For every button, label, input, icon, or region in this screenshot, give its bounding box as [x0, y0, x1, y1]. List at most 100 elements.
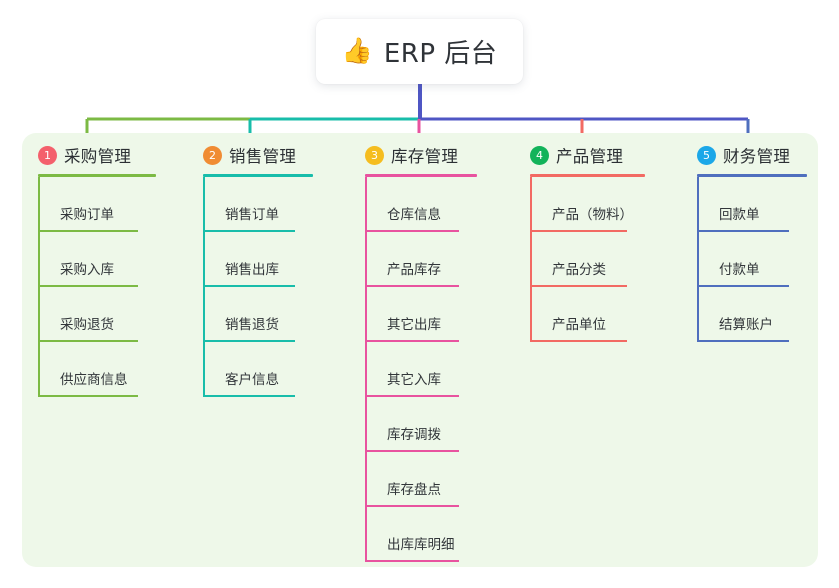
leaf-underline: [365, 340, 459, 342]
leaf-label: 产品库存: [387, 262, 441, 278]
leaf-list-3: 仓库信息产品库存其它出库其它入库库存调拨库存盘点出库库明细: [365, 177, 477, 562]
branch-header-3[interactable]: 3 库存管理: [365, 142, 477, 168]
leaf-underline: [203, 230, 295, 232]
leaf-item[interactable]: 回款单: [697, 177, 807, 232]
leaf-item[interactable]: 产品库存: [365, 232, 477, 287]
leaf-underline: [203, 285, 295, 287]
leaf-list-4: 产品（物料） 产品分类产品单位: [530, 177, 645, 342]
leaf-item[interactable]: 库存调拨: [365, 397, 477, 452]
leaf-label: 产品（物料）: [552, 207, 633, 223]
branch-badge-3: 3: [365, 145, 384, 165]
branch-underline-2: [203, 174, 313, 177]
leaf-label: 产品分类: [552, 262, 606, 278]
root-title: ERP 后台: [383, 39, 498, 69]
leaf-underline: [697, 285, 789, 287]
leaf-underline: [365, 505, 459, 507]
branch-underline-3: [365, 174, 477, 177]
leaf-spine-1: [38, 177, 40, 397]
leaf-label: 出库库明细: [387, 537, 455, 553]
leaf-spine-3: [365, 177, 367, 562]
branch-badge-5: 5: [697, 145, 716, 165]
leaf-underline: [530, 285, 627, 287]
leaf-list-1: 采购订单采购入库采购退货供应商信息: [38, 177, 156, 397]
branch-header-4[interactable]: 4 产品管理: [530, 142, 645, 168]
leaf-spine-4: [530, 177, 532, 342]
leaf-item[interactable]: 出库库明细: [365, 507, 477, 562]
leaf-label: 结算账户: [719, 317, 773, 333]
leaf-item[interactable]: 产品分类: [530, 232, 645, 287]
leaf-label: 销售出库: [225, 262, 279, 278]
leaf-item[interactable]: 销售退货: [203, 287, 313, 342]
leaf-label: 其它出库: [387, 317, 441, 333]
leaf-list-2: 销售订单销售出库销售退货客户信息: [203, 177, 313, 397]
branch-column-3: 3 库存管理仓库信息产品库存其它出库其它入库库存调拨库存盘点出库库明细: [365, 142, 477, 562]
root-node[interactable]: 👍 ERP 后台: [316, 19, 523, 84]
branch-title-1: 采购管理: [64, 147, 132, 166]
leaf-label: 回款单: [719, 207, 760, 223]
leaf-label: 库存调拨: [387, 427, 441, 443]
leaf-item[interactable]: 其它出库: [365, 287, 477, 342]
leaf-underline: [38, 230, 138, 232]
branch-column-2: 2 销售管理销售订单销售出库销售退货客户信息: [203, 142, 313, 397]
leaf-underline: [365, 395, 459, 397]
leaf-underline: [365, 560, 459, 562]
leaf-list-5: 回款单付款单结算账户: [697, 177, 807, 342]
leaf-underline: [365, 230, 459, 232]
leaf-item[interactable]: 付款单: [697, 232, 807, 287]
branch-header-5[interactable]: 5 财务管理: [697, 142, 807, 168]
branch-underline-1: [38, 174, 156, 177]
branch-title-4: 产品管理: [556, 147, 624, 166]
leaf-spine-2: [203, 177, 205, 397]
leaf-underline: [365, 450, 459, 452]
leaf-label: 销售订单: [225, 207, 279, 223]
branch-underline-4: [530, 174, 645, 177]
leaf-spine-5: [697, 177, 699, 342]
leaf-item[interactable]: 产品（物料）: [530, 177, 645, 232]
leaf-item[interactable]: 销售订单: [203, 177, 313, 232]
thumbs-up-icon: 👍: [341, 36, 373, 65]
branch-title-2: 销售管理: [229, 147, 297, 166]
leaf-item[interactable]: 客户信息: [203, 342, 313, 397]
leaf-label: 付款单: [719, 262, 760, 278]
leaf-underline: [530, 230, 627, 232]
branch-title-3: 库存管理: [391, 147, 459, 166]
leaf-underline: [203, 340, 295, 342]
branch-title-5: 财务管理: [723, 147, 791, 166]
leaf-underline: [697, 340, 789, 342]
leaf-label: 仓库信息: [387, 207, 441, 223]
leaf-label: 销售退货: [225, 317, 279, 333]
leaf-underline: [38, 285, 138, 287]
leaf-item[interactable]: 采购订单: [38, 177, 156, 232]
leaf-underline: [38, 340, 138, 342]
leaf-item[interactable]: 仓库信息: [365, 177, 477, 232]
leaf-item[interactable]: 其它入库: [365, 342, 477, 397]
branch-header-2[interactable]: 2 销售管理: [203, 142, 313, 168]
leaf-label: 其它入库: [387, 372, 441, 388]
leaf-item[interactable]: 产品单位: [530, 287, 645, 342]
branches-panel: [22, 133, 818, 567]
leaf-underline: [38, 395, 138, 397]
leaf-item[interactable]: 采购入库: [38, 232, 156, 287]
leaf-item[interactable]: 结算账户: [697, 287, 807, 342]
leaf-label: 客户信息: [225, 372, 279, 388]
leaf-label: 采购入库: [60, 262, 114, 278]
leaf-item[interactable]: 采购退货: [38, 287, 156, 342]
leaf-item[interactable]: 供应商信息: [38, 342, 156, 397]
leaf-label: 产品单位: [552, 317, 606, 333]
leaf-item[interactable]: 库存盘点: [365, 452, 477, 507]
leaf-item[interactable]: 销售出库: [203, 232, 313, 287]
branch-underline-5: [697, 174, 807, 177]
leaf-label: 采购退货: [60, 317, 114, 333]
branch-badge-4: 4: [530, 145, 549, 165]
leaf-underline: [365, 285, 459, 287]
branch-badge-2: 2: [203, 145, 222, 165]
leaf-label: 采购订单: [60, 207, 114, 223]
branch-column-4: 4 产品管理产品（物料） 产品分类产品单位: [530, 142, 645, 342]
leaf-underline: [697, 230, 789, 232]
leaf-underline: [203, 395, 295, 397]
leaf-underline: [530, 340, 627, 342]
leaf-label: 供应商信息: [60, 372, 128, 388]
